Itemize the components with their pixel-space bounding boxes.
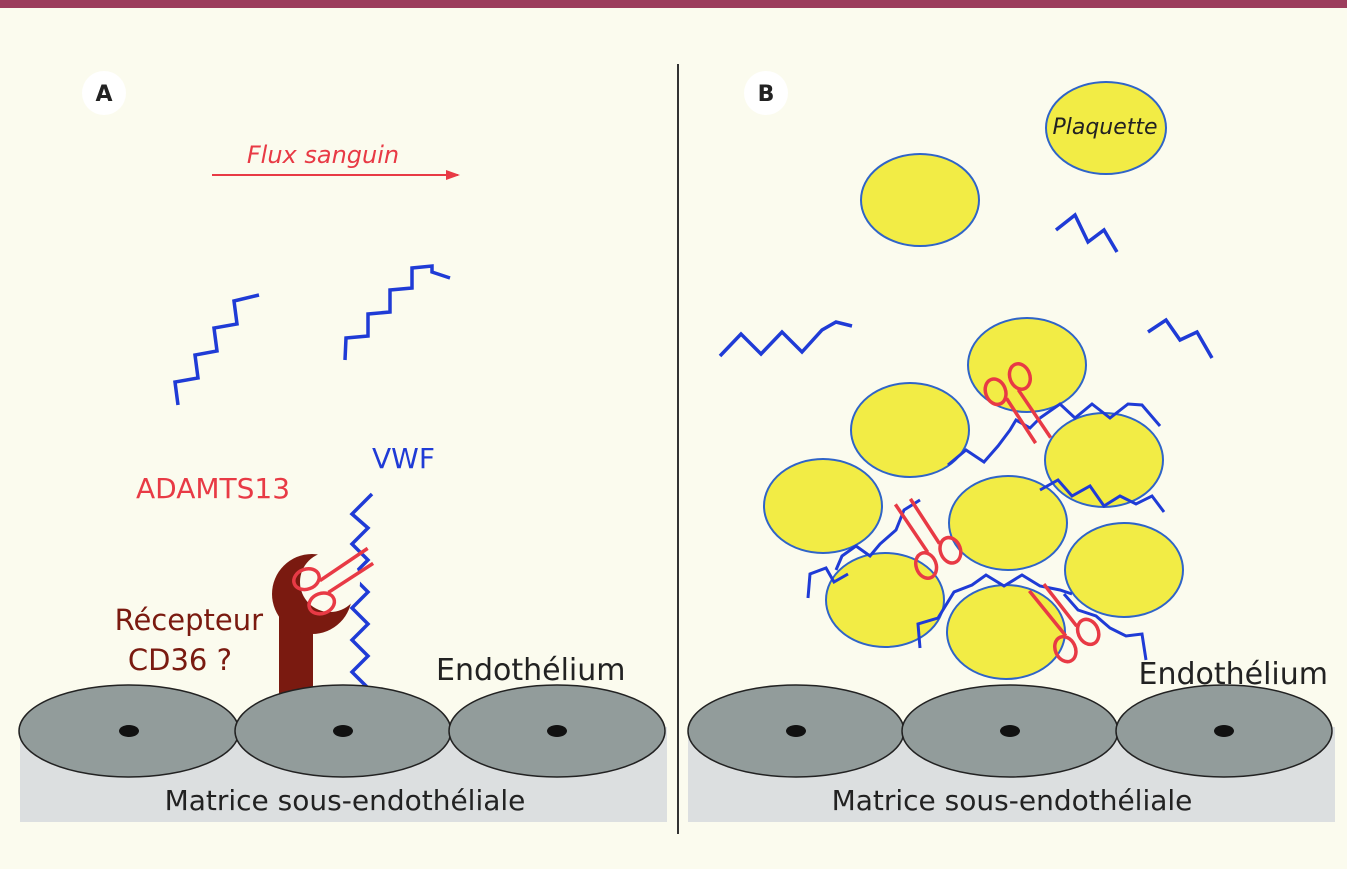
matrix-label-b: Matrice sous-endothéliale bbox=[832, 784, 1193, 817]
endothelial-cell-nucleus bbox=[333, 725, 353, 737]
platelet bbox=[948, 475, 1068, 571]
panel-a: A Flux sanguin ADAMTS13 VWF Récepteur CD… bbox=[18, 71, 667, 822]
platelet bbox=[860, 153, 980, 247]
vwf-fragment bbox=[718, 320, 853, 358]
receptor-label-line2: CD36 ? bbox=[128, 643, 232, 677]
endothelial-cell-nucleus bbox=[786, 725, 806, 737]
scissors-icon bbox=[983, 362, 1053, 445]
platelet bbox=[1044, 412, 1164, 508]
platelet bbox=[825, 552, 945, 648]
endothelial-cell-nucleus bbox=[547, 725, 567, 737]
vwf-network-strand bbox=[1039, 402, 1162, 427]
platelet bbox=[1064, 522, 1184, 618]
matrix-label-a: Matrice sous-endothéliale bbox=[165, 784, 526, 817]
panel-b-label: B bbox=[758, 82, 775, 107]
scissors-icon bbox=[292, 546, 375, 616]
panel-b: B Plaquette bbox=[687, 71, 1335, 822]
vwf-network-strand bbox=[947, 416, 1042, 467]
platelet bbox=[967, 317, 1087, 413]
vwf-network-strand bbox=[1039, 478, 1166, 513]
platelet-label: Plaquette bbox=[1052, 115, 1157, 140]
panel-a-label-badge bbox=[82, 71, 126, 115]
vwf-anchored-strand bbox=[343, 492, 374, 702]
endothelial-cell-nucleus bbox=[1000, 725, 1020, 737]
scissors-icon bbox=[893, 497, 963, 580]
vwf-fragment bbox=[1054, 212, 1119, 253]
flow-label: Flux sanguin bbox=[247, 141, 399, 169]
vwf-network-strand bbox=[806, 566, 849, 599]
endothelial-cell-nucleus bbox=[119, 725, 139, 737]
endothelial-cell-nucleus bbox=[1214, 725, 1234, 737]
vwf-network-strand bbox=[1062, 593, 1148, 661]
panel-a-label: A bbox=[95, 82, 112, 107]
vwf-fragment bbox=[1147, 317, 1214, 359]
platelet bbox=[946, 584, 1066, 680]
adamts13-label: ADAMTS13 bbox=[136, 472, 290, 505]
receptor-label-line1: Récepteur bbox=[115, 603, 263, 637]
platelet bbox=[763, 458, 883, 554]
endothelium-label-a: Endothélium bbox=[436, 653, 626, 688]
panel-b-label-badge bbox=[744, 71, 788, 115]
scissors-icon bbox=[1028, 583, 1101, 664]
vwf-strand bbox=[343, 264, 451, 361]
platelet bbox=[850, 382, 970, 478]
vwf-strand bbox=[173, 293, 260, 406]
vwf-label: VWF bbox=[372, 442, 435, 475]
top-bar bbox=[0, 0, 1347, 8]
platelet bbox=[1045, 81, 1167, 175]
